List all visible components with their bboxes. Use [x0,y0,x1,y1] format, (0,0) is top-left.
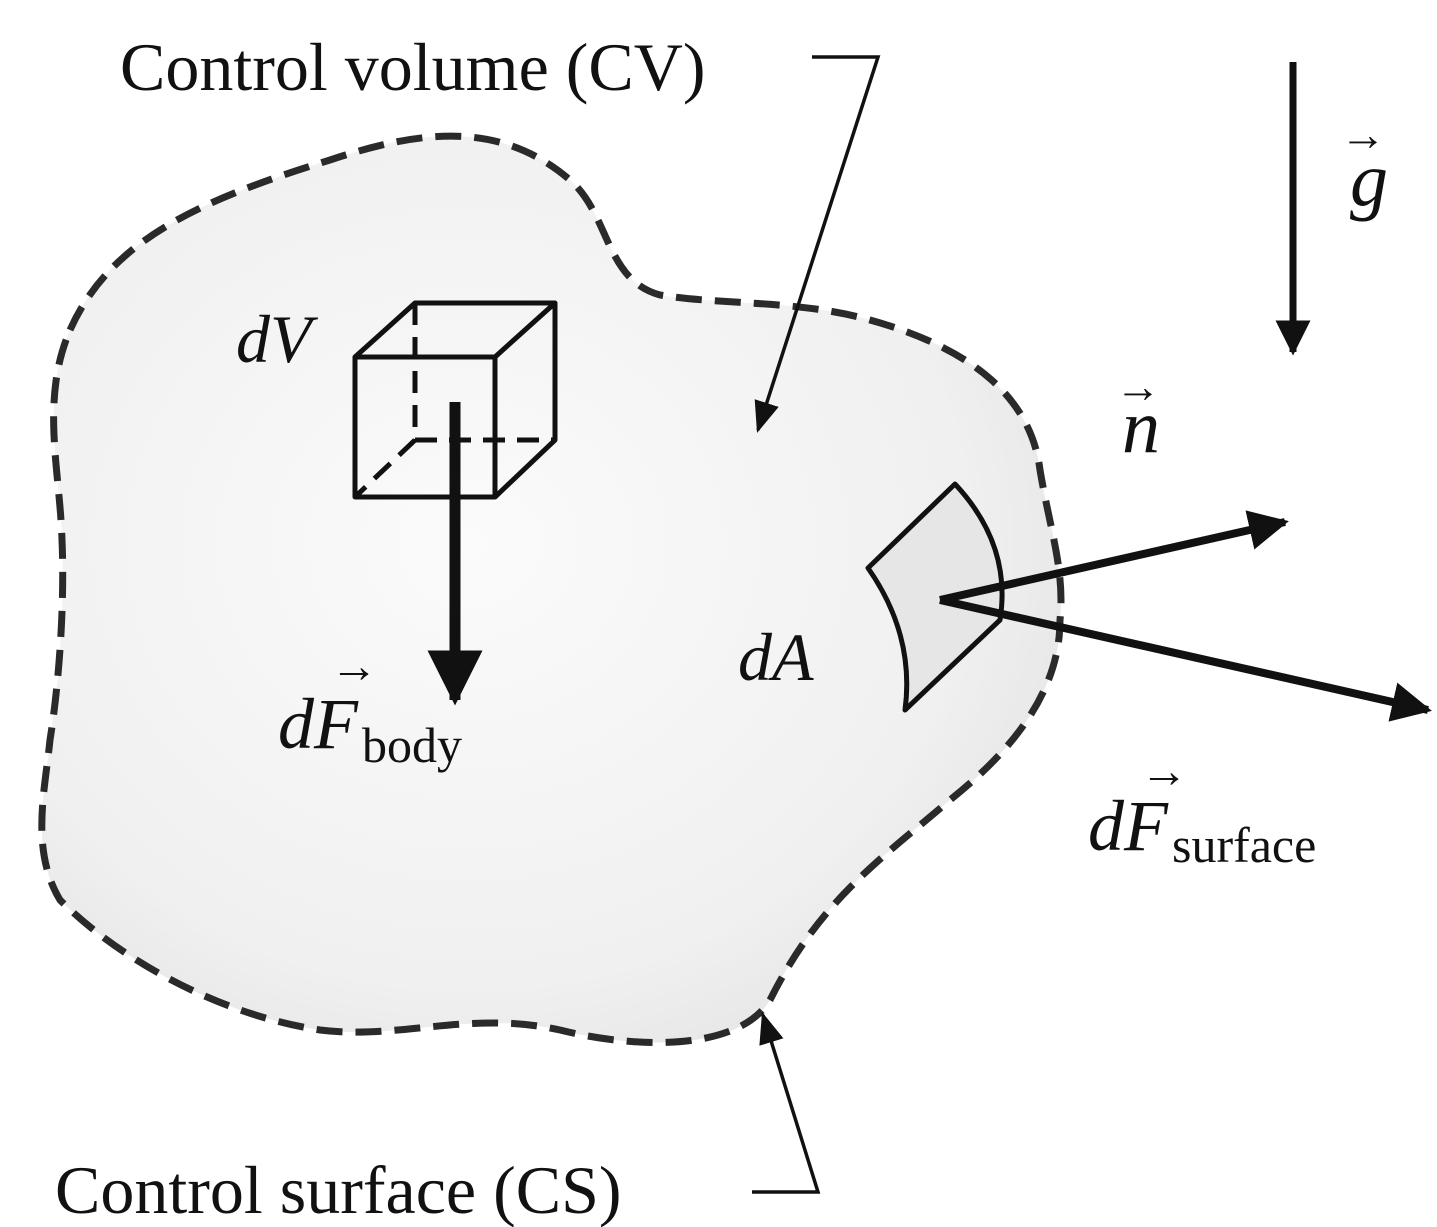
da-surface-patch [865,481,1005,713]
gravity-symbol: g [1350,138,1388,222]
cs-leader-line [752,1011,821,1194]
gravity-vector-arrow-accent: → [1340,109,1386,160]
df-body-main: dF [278,684,359,764]
df-body-subscript: body [362,717,462,773]
control-volume-label: Control volume (CV) [120,29,706,105]
df-body-vector-arrow-accent: → [330,640,378,693]
dv-cube [352,300,558,500]
dv-label: dV [236,301,319,377]
df-surface-label: dF surface [1088,786,1316,873]
normal-symbol: n [1122,385,1160,469]
df-surface-arrow [939,596,1432,722]
normal-vector-arrow-accent: → [1115,361,1161,412]
da-label: dA [738,619,814,695]
df-surface-subscript: surface [1172,817,1316,873]
normal-vector-arrow [939,510,1289,604]
df-surface-main: dF [1088,786,1169,866]
control-volume-region [38,132,1065,1046]
control-surface-label: Control surface (CS) [55,1152,622,1227]
df-surface-vector-arrow-accent: → [1140,745,1188,798]
df-body-label: dF body [278,684,462,773]
cv-leader-line [754,55,881,433]
